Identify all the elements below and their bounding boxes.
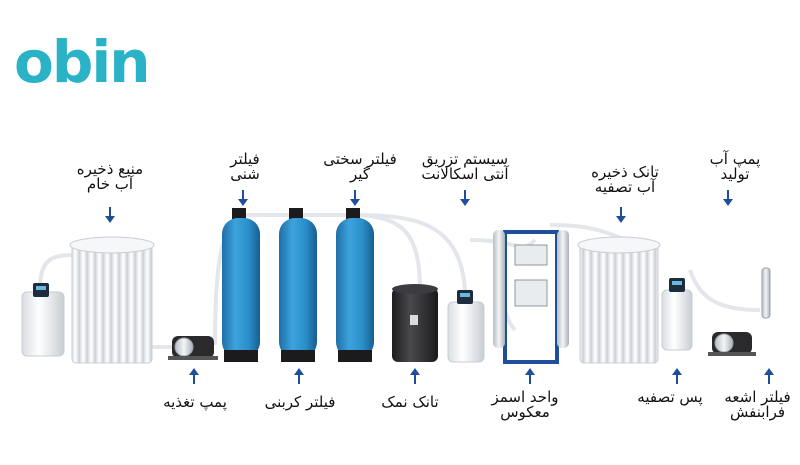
antiscalant-dosing-tank [447, 290, 485, 363]
carbon-filter-vessel [279, 208, 317, 362]
logo-text: obin [14, 32, 149, 92]
sand-filter-vessel [222, 208, 260, 362]
arrow-down-icon [460, 190, 470, 206]
label-carbon-filter: فیلتر کربنی [264, 393, 336, 411]
arrow-down-icon [616, 207, 626, 223]
raw-water-storage-tank [69, 236, 155, 364]
arrow-down-icon [350, 190, 360, 206]
salt-tank-vessel [392, 284, 438, 362]
label-post-treatment: پس تصفیه [637, 388, 703, 406]
production-pump-unit [708, 332, 756, 356]
arrow-up-icon [525, 368, 535, 384]
arrow-down-icon [238, 190, 248, 206]
arrow-down-icon [723, 190, 733, 206]
arrow-up-icon [672, 368, 682, 384]
obin-logo: obin [14, 32, 151, 92]
label-salt-tank: تانک نمک [381, 393, 439, 411]
ro-unit-frame [493, 230, 569, 364]
arrow-down-icon [105, 207, 115, 223]
softener-filter-vessel [336, 208, 374, 362]
uv-filter-unit [761, 267, 771, 319]
arrow-up-icon [294, 368, 304, 384]
post-treatment-vessel [661, 278, 693, 351]
arrow-up-icon [189, 368, 199, 384]
arrow-up-icon [410, 368, 420, 384]
label-feed-pump: پمپ تغذیه [163, 393, 227, 411]
raw-water-vessel [21, 283, 65, 357]
feed-pump-unit [168, 336, 218, 360]
purified-water-storage-tank [577, 236, 661, 364]
arrow-up-icon [764, 368, 774, 384]
